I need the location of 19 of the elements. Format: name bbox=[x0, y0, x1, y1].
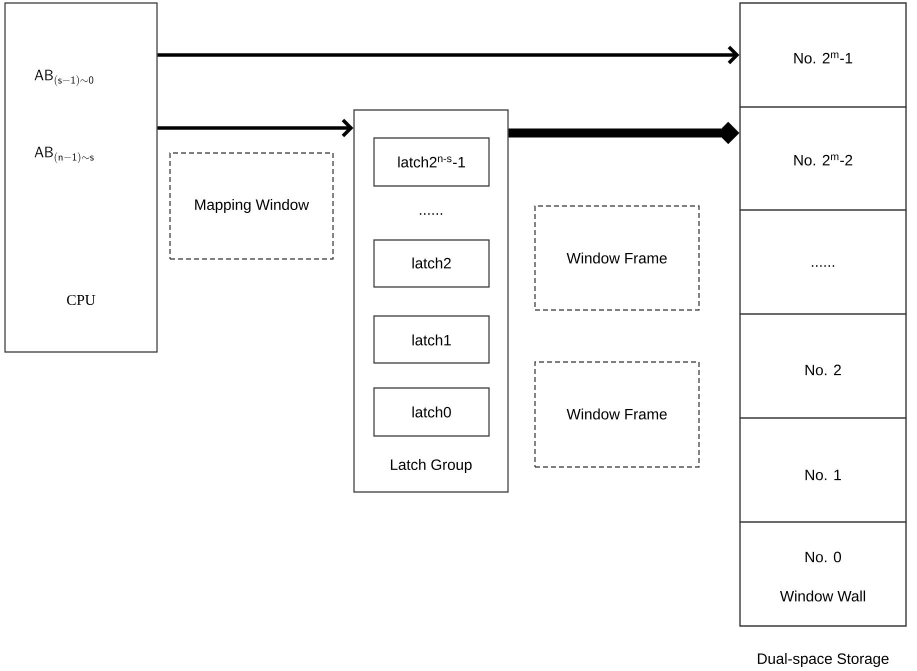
storage-cell: No. 2$^{m}$-1 bbox=[739, 2, 907, 108]
arrow bbox=[158, 118, 354, 138]
latch-box: latch2 bbox=[373, 239, 490, 288]
cpu-box: $\mathsf{AB}_{\mathsf{(s-1)}\sim \mathsf{0}}$ $\mathsf{AB}_{\mathsf{(n-1)}\sim \mathsf{s}}$ CPU bbox=[4, 2, 158, 353]
storage-cell: No. 2 bbox=[739, 313, 907, 419]
latch-box: latch2$^{n-s}$-1 bbox=[373, 137, 490, 187]
arrow bbox=[508, 122, 740, 144]
window-box: Window Frame bbox=[534, 205, 700, 311]
storage-cell: ...... bbox=[739, 209, 907, 315]
window-box: Mapping Window bbox=[169, 152, 334, 260]
ellipsis: ...... bbox=[420, 213, 442, 215]
latch-box: latch1 bbox=[373, 315, 490, 364]
arrow bbox=[158, 46, 740, 64]
storage-cell: No. 1 bbox=[739, 417, 907, 523]
latch-box: latch0 bbox=[373, 387, 490, 437]
node-label: Dual-space Storage bbox=[758, 652, 889, 667]
window-box: Window Frame bbox=[534, 361, 700, 468]
storage-cell: No. 0 Window Wall bbox=[739, 521, 907, 627]
storage-cell: No. 2$^{m}$-2 bbox=[739, 106, 907, 211]
